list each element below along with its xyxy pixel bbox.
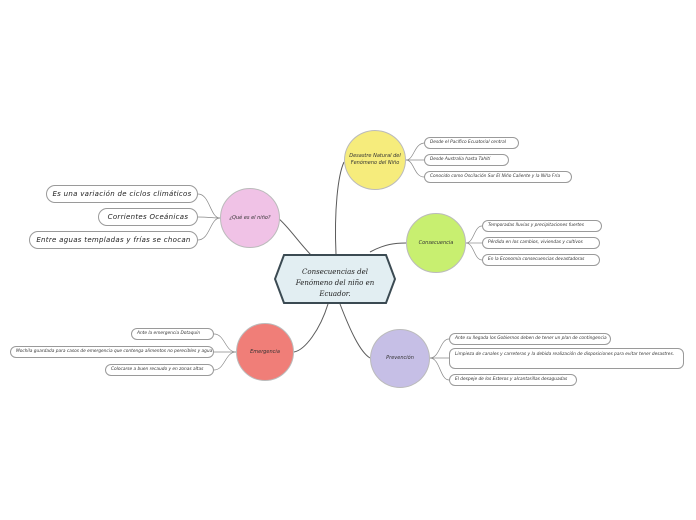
central-topic[interactable]: Consecuencias del Fenómeno del niño en E… [274,254,396,304]
desastre-item[interactable]: Desde el Pacífico Ecuatorial central [424,137,519,149]
prevencion-item[interactable]: Ante su llegada los Gobiernos deben de t… [449,333,611,345]
consecuencia-item[interactable]: Temporadas lluvias y precipitaciones fue… [482,220,602,232]
emergencia-item[interactable]: Mochila guardada para casos de emergenci… [10,346,214,358]
emergencia-item[interactable]: Ante la emergencia Dotaquín [131,328,214,340]
central-topic-shape [274,254,396,304]
emergencia-item[interactable]: Colocarse a buen recaudo y en zonas alta… [105,364,214,376]
desastre-item[interactable]: Desde Australia hasta Tahití [424,154,509,166]
desastre-item[interactable]: Conocido como Oscilación Sur El Niño Cal… [424,171,572,183]
consecuencia-item[interactable]: Pérdida en los cambios, viviendas y cult… [482,237,600,249]
topic-que-es-el-nino[interactable]: ¿Qué es el niño? [220,188,280,248]
que-es-item[interactable]: Corrientes Oceánicas [98,208,198,226]
topic-emergencia[interactable]: Emergencia [236,323,294,381]
topic-desastre-natural[interactable]: Desastre Natural del Fenómeno del Niño [344,130,406,190]
topic-consecuencia[interactable]: Consecuencia [406,213,466,273]
prevencion-item[interactable]: El despeje de los Esteros y alcantarilla… [449,374,577,386]
prevencion-item[interactable]: Limpieza de canales y carreteras y la de… [449,348,684,369]
que-es-item[interactable]: Es una variación de ciclos climáticos [46,185,198,203]
central-topic-title: Consecuencias del Fenómeno del niño en E… [295,268,375,298]
que-es-item[interactable]: Entre aguas templadas y frías se chocan [29,231,198,249]
topic-prevencion[interactable]: Prevención [370,329,430,388]
consecuencia-item[interactable]: En la Economía consecuencias devastadora… [482,254,600,266]
